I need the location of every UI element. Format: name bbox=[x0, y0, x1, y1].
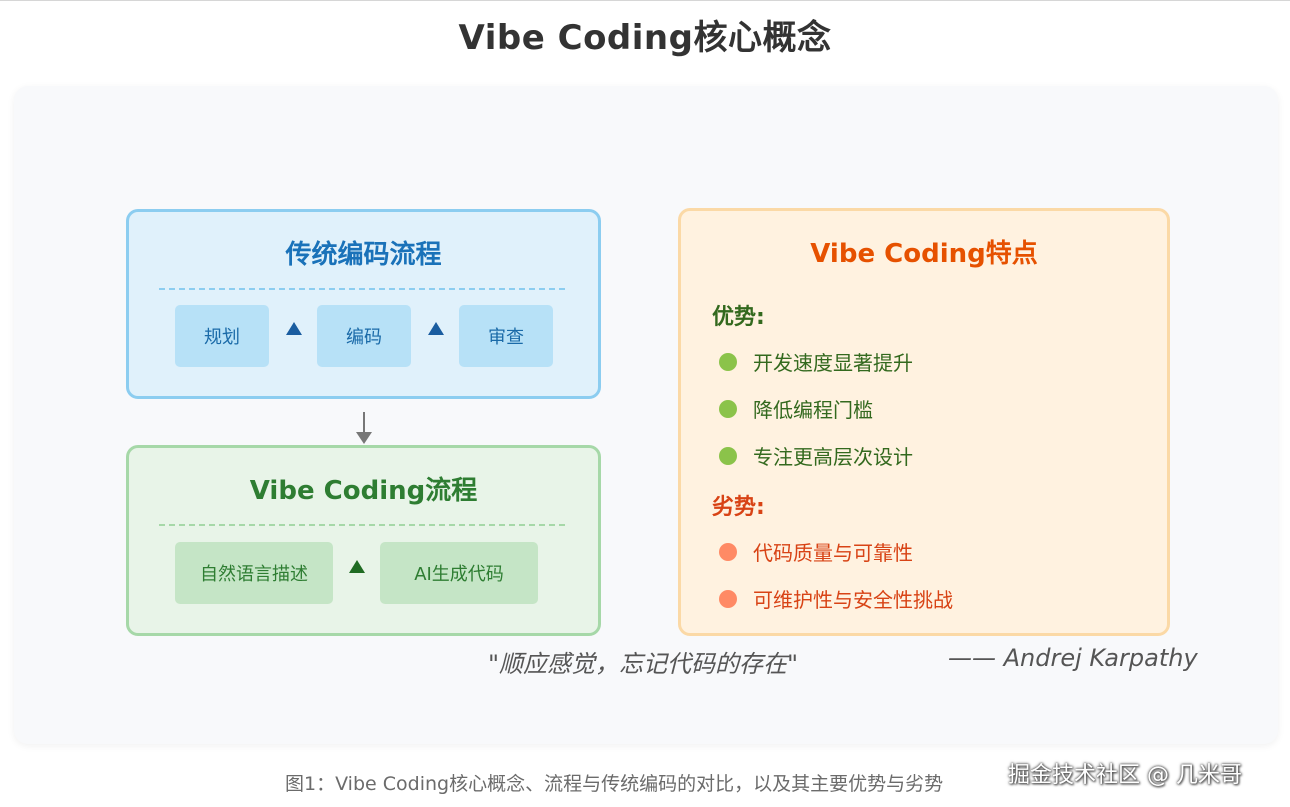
page-title: Vibe Coding核心概念 bbox=[458, 18, 832, 58]
advantage-text: 专注更高层次设计 bbox=[753, 445, 913, 469]
triangle-up-icon bbox=[349, 560, 365, 573]
vibe-divider bbox=[159, 524, 565, 526]
disadvantage-item: 可维护性与安全性挑战 bbox=[719, 584, 953, 613]
triangle-up-icon bbox=[286, 322, 302, 335]
advantages-label: 优势: bbox=[712, 305, 765, 330]
disadvantages-label: 劣势: bbox=[712, 495, 765, 520]
traditional-flow-title: 传统编码流程 bbox=[285, 240, 442, 270]
step-ai-generate: AI生成代码 bbox=[380, 542, 538, 604]
watermark: 掘金技术社区 @ 几米哥 bbox=[1008, 763, 1242, 788]
traditional-flow-box: 传统编码流程 规划 编码 审查 bbox=[126, 209, 601, 399]
step-review: 审查 bbox=[459, 305, 553, 367]
advantage-text: 开发速度显著提升 bbox=[753, 351, 913, 375]
triangle-up-icon bbox=[428, 322, 444, 335]
features-box: Vibe Coding特点 优势: 开发速度显著提升 降低编程门槛 专注更高层次… bbox=[678, 208, 1170, 636]
disadvantage-item: 代码质量与可靠性 bbox=[719, 537, 913, 566]
bullet-dot-icon bbox=[719, 542, 737, 561]
vibe-flow-title: Vibe Coding流程 bbox=[249, 476, 478, 506]
step-coding: 编码 bbox=[317, 305, 411, 367]
vibe-flow-box: Vibe Coding流程 自然语言描述 AI生成代码 bbox=[126, 445, 601, 636]
disadvantage-text: 可维护性与安全性挑战 bbox=[753, 588, 953, 612]
advantage-item: 降低编程门槛 bbox=[719, 394, 873, 423]
step-natural-language: 自然语言描述 bbox=[175, 542, 333, 604]
advantage-item: 开发速度显著提升 bbox=[719, 347, 913, 376]
bullet-dot-icon bbox=[719, 446, 737, 465]
disadvantage-text: 代码质量与可靠性 bbox=[753, 541, 913, 565]
quote-author: —— Andrej Karpathy bbox=[948, 644, 1198, 672]
advantage-item: 专注更高层次设计 bbox=[719, 441, 913, 470]
traditional-divider bbox=[159, 288, 565, 290]
step-planning: 规划 bbox=[175, 305, 269, 367]
bullet-dot-icon bbox=[719, 352, 737, 371]
quote-text: "顺应感觉，忘记代码的存在" bbox=[488, 650, 799, 678]
bullet-dot-icon bbox=[719, 589, 737, 608]
top-divider bbox=[0, 0, 1290, 1]
bullet-dot-icon bbox=[719, 399, 737, 418]
arrow-down-icon bbox=[356, 412, 372, 446]
advantage-text: 降低编程门槛 bbox=[753, 398, 873, 422]
figure-caption: 图1：Vibe Coding核心概念、流程与传统编码的对比，以及其主要优势与劣势 bbox=[285, 773, 944, 795]
features-title: Vibe Coding特点 bbox=[810, 239, 1038, 269]
